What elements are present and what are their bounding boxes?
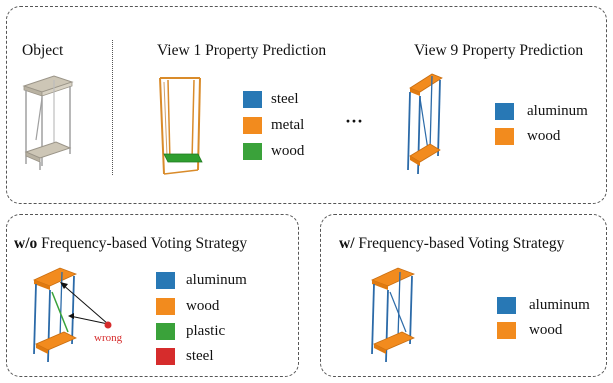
legend-swatch-aluminum xyxy=(497,297,516,314)
ellipsis: ··· xyxy=(345,111,364,131)
legend-label-wood: wood xyxy=(271,143,305,159)
legend-label-plastic: plastic xyxy=(186,323,226,339)
top-panel xyxy=(6,6,607,204)
title-bold: w/ xyxy=(339,235,355,252)
legend-label-wood: wood xyxy=(527,128,561,144)
legend-label-metal: metal xyxy=(271,117,305,133)
object-rack-image xyxy=(22,75,74,170)
view9-title: View 9 Property Prediction xyxy=(414,42,584,59)
divider xyxy=(112,40,113,175)
bottom-right-title: w/ Frequency-based Voting Strategy xyxy=(339,236,564,252)
legend-swatch-plastic xyxy=(156,323,175,340)
legend-swatch-wood xyxy=(495,128,514,145)
view9-rack-image xyxy=(407,73,443,175)
wrong-label: wrong xyxy=(94,332,123,344)
bottom-right-panel xyxy=(320,214,607,377)
wo-voting-rack-image xyxy=(32,267,112,363)
legend-label-wood: wood xyxy=(529,322,563,338)
legend-swatch-wood xyxy=(497,322,516,339)
legend-swatch-aluminum xyxy=(156,272,175,289)
legend-swatch-wood xyxy=(156,298,175,315)
legend-swatch-aluminum xyxy=(495,103,514,120)
bottom-left-title: w/o Frequency-based Voting Strategy xyxy=(14,236,247,252)
bottom-left-panel xyxy=(6,214,299,377)
title-rest: Frequency-based Voting Strategy xyxy=(354,235,565,252)
legend-swatch-steel xyxy=(156,348,175,365)
title-rest: Frequency-based Voting Strategy xyxy=(37,235,248,252)
legend-swatch-metal xyxy=(243,117,262,134)
legend-label-aluminum: aluminum xyxy=(529,297,590,313)
view1-rack-image xyxy=(159,77,203,175)
legend-label-aluminum: aluminum xyxy=(527,103,588,119)
legend-label-steel: steel xyxy=(271,91,299,107)
legend-label-aluminum: aluminum xyxy=(186,272,247,288)
legend-swatch-steel xyxy=(243,91,262,108)
object-label: Object xyxy=(22,42,64,59)
title-bold: w/o xyxy=(14,235,38,252)
legend-label-wood: wood xyxy=(186,298,220,314)
view1-title: View 1 Property Prediction xyxy=(157,42,327,59)
legend-label-steel: steel xyxy=(186,348,214,364)
w-voting-rack-image xyxy=(370,267,416,363)
legend-swatch-wood xyxy=(243,143,262,160)
